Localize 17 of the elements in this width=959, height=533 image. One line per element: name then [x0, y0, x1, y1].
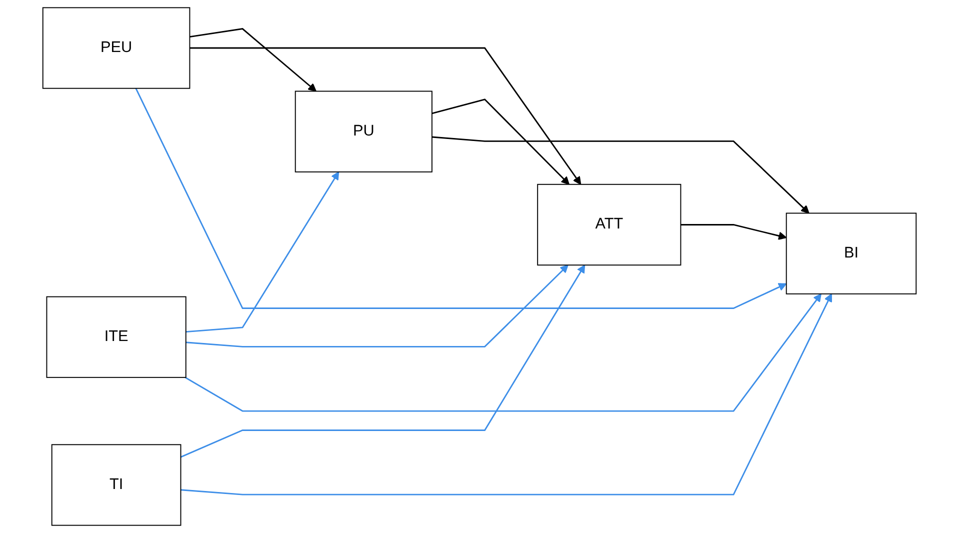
- arrow: [432, 98, 570, 185]
- arrow: [432, 136, 810, 214]
- node-box: BI: [786, 212, 917, 294]
- arrow: [680, 224, 787, 240]
- arrow: [180, 264, 586, 458]
- node-box: ATT: [537, 184, 682, 266]
- arrow: [186, 264, 568, 348]
- arrow: [184, 293, 822, 412]
- arrow: [190, 28, 316, 92]
- node-box: PEU: [42, 7, 190, 89]
- arrow: [186, 172, 340, 333]
- arrow: [190, 47, 582, 185]
- arrow: [135, 88, 787, 309]
- arrow: [180, 293, 832, 496]
- node-box: PU: [294, 90, 432, 172]
- node-box: TI: [51, 444, 182, 526]
- node-box: ITE: [46, 296, 186, 378]
